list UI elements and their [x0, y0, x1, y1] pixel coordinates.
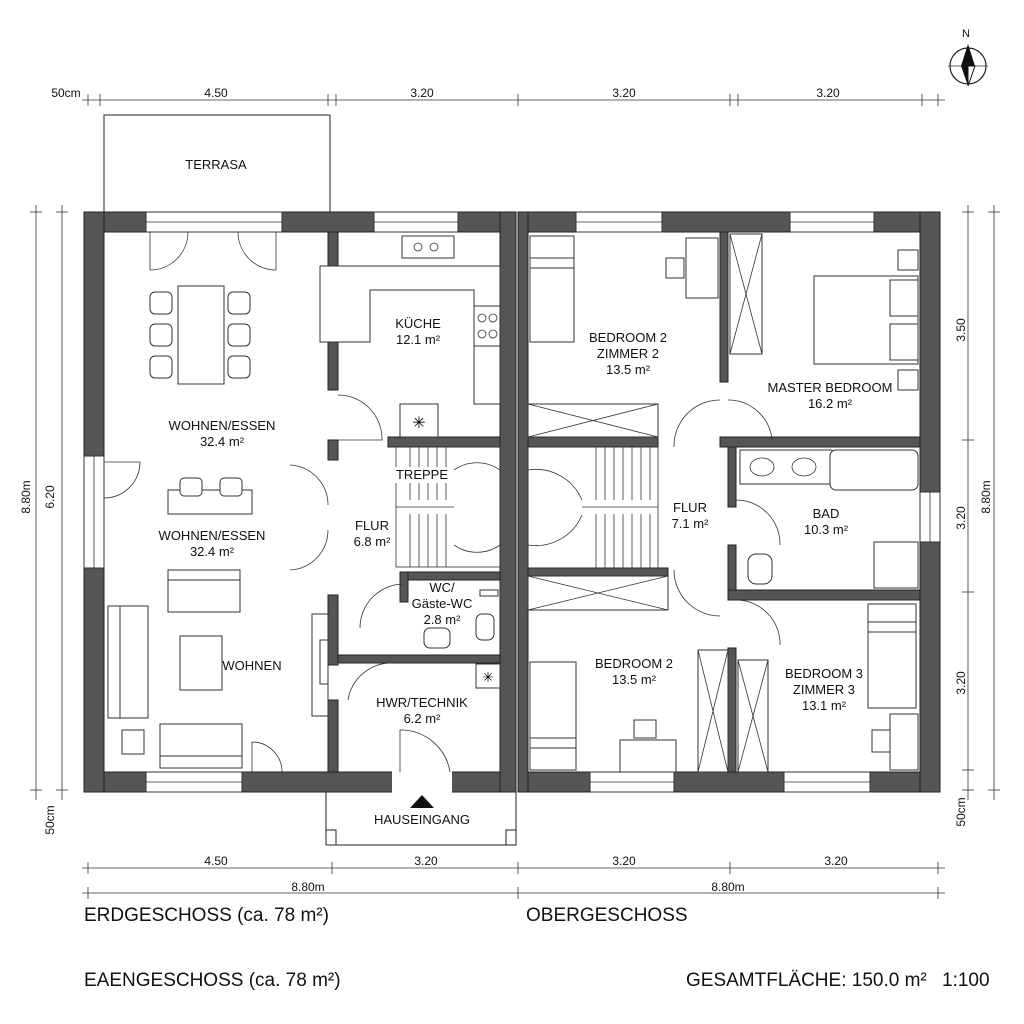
entrance-arrow	[410, 795, 434, 808]
room-wohnen-essen-1-area: 32.4 m²	[199, 434, 245, 449]
dim-left-inner: 6.20	[43, 485, 57, 509]
north-label: N	[962, 28, 970, 40]
room-bedroom2-top: BEDROOM 2 ZIMMER 2 13.5 m²	[589, 330, 667, 378]
room-wc-name2: Gäste-WC	[411, 596, 473, 611]
dim-bottom-total-2: 8.80m	[711, 880, 745, 894]
dimension-lines	[30, 94, 1000, 899]
svg-text:✳: ✳	[482, 670, 494, 686]
room-kueche: KÜCHE 12.1 m²	[395, 316, 441, 348]
room-flur-upper-name: FLUR	[673, 500, 707, 515]
dim-top-1: 4.50	[204, 86, 228, 100]
terrace-label: TERRASA	[185, 157, 247, 172]
room-master-bedroom: MASTER BEDROOM 16.2 m²	[768, 380, 893, 412]
room-bedroom2-bottom: BEDROOM 2 13.5 m²	[595, 656, 673, 688]
room-bad-name: BAD	[812, 506, 840, 521]
dim-top-3: 3.20	[612, 86, 636, 100]
room-wohnen-essen-2-area: 32.4 m²	[189, 544, 235, 559]
room-hwr-area: 6.2 m²	[403, 711, 441, 726]
room-master-bedroom-area: 16.2 m²	[807, 396, 853, 411]
room-master-bedroom-name: MASTER BEDROOM	[767, 380, 893, 395]
caption-bottom-left: EAENGESCHOSS (ca. 78 m²)	[84, 970, 341, 991]
dim-top-2: 3.20	[410, 86, 434, 100]
svg-text:✳: ✳	[412, 413, 425, 432]
room-flur-upper-area: 7.1 m²	[671, 516, 709, 531]
north-arrow-symbol	[948, 44, 988, 87]
room-bedroom2-bottom-area: 13.5 m²	[611, 672, 657, 687]
room-wohnen-name: WOHNEN	[222, 658, 282, 673]
dim-bottom-4: 3.20	[824, 854, 848, 868]
room-bedroom2-bottom-name: BEDROOM 2	[594, 656, 674, 671]
room-wohnen-essen-2: WOHNEN/ESSEN 32.4 m²	[159, 528, 266, 560]
dim-top-offset: 50cm	[51, 86, 81, 100]
caption-scale: 1:100	[942, 970, 990, 991]
room-bedroom3-name2: ZIMMER 3	[792, 682, 856, 697]
entrance-label: HAUSEINGANG	[373, 812, 471, 827]
upper-floor-furniture	[527, 233, 919, 773]
room-hwr-name: HWR/TECHNIK	[376, 695, 468, 710]
room-kueche-area: 12.1 m²	[395, 332, 441, 347]
entrance-canopy	[325, 790, 517, 846]
dim-top-4: 3.20	[816, 86, 840, 100]
room-bedroom3-area: 13.1 m²	[801, 698, 847, 713]
room-flur-upper: FLUR 7.1 m²	[672, 500, 709, 532]
dim-left-offset: 50cm	[43, 805, 57, 835]
room-wc-area: 2.8 m²	[423, 612, 461, 627]
room-wohnen-essen-1-name: WOHNEN/ESSEN	[168, 418, 276, 433]
room-wohnen-essen-2-name: WOHNEN/ESSEN	[158, 528, 266, 543]
room-bedroom2-top-name2: ZIMMER 2	[596, 346, 660, 361]
room-hwr: HWR/TECHNIK 6.2 m²	[376, 695, 468, 727]
dim-left-total: 8.80m	[19, 480, 33, 514]
caption-upper-floor: OBERGESCHOSS	[526, 905, 688, 926]
door-swings	[103, 231, 781, 773]
dim-right-3: 3.20	[954, 671, 968, 695]
room-bedroom3: BEDROOM 3 ZIMMER 3 13.1 m²	[785, 666, 863, 714]
room-flur-ground: FLUR 6.8 m²	[354, 518, 391, 550]
windows	[83, 211, 941, 793]
room-bad: BAD 10.3 m²	[804, 506, 848, 538]
caption-total-area: GESAMTFLÄCHE: 150.0 m²	[686, 970, 927, 991]
room-flur-ground-name: FLUR	[355, 518, 389, 533]
dim-right-offset: 50cm	[954, 797, 968, 827]
dim-bottom-2: 3.20	[414, 854, 438, 868]
dim-right-total: 8.80m	[979, 480, 993, 514]
caption-ground-floor: ERDGESCHOSS (ca. 78 m²)	[84, 905, 329, 926]
dim-bottom-3: 3.20	[612, 854, 636, 868]
ground-floor-furniture: ✳ ✳	[107, 235, 501, 769]
room-wc-name: WC/	[429, 580, 455, 595]
dim-bottom-1: 4.50	[204, 854, 228, 868]
room-bedroom2-top-name: BEDROOM 2	[588, 330, 668, 345]
room-kueche-name: KÜCHE	[395, 316, 441, 331]
dim-bottom-total-1: 8.80m	[291, 880, 325, 894]
room-wc: WC/ Gäste-WC 2.8 m²	[412, 580, 473, 628]
dim-right-2: 3.20	[954, 506, 968, 530]
room-bad-area: 10.3 m²	[803, 522, 849, 537]
dim-right-1: 3.50	[954, 318, 968, 342]
room-treppe-name: TREPPE	[395, 467, 449, 482]
room-bedroom3-name: BEDROOM 3	[784, 666, 864, 681]
room-wohnen: WOHNEN	[222, 658, 281, 674]
room-flur-ground-area: 6.8 m²	[353, 534, 391, 549]
room-treppe: TREPPE	[393, 467, 451, 483]
room-wohnen-essen-1: WOHNEN/ESSEN 32.4 m²	[169, 418, 276, 450]
room-bedroom2-top-area: 13.5 m²	[605, 362, 651, 377]
